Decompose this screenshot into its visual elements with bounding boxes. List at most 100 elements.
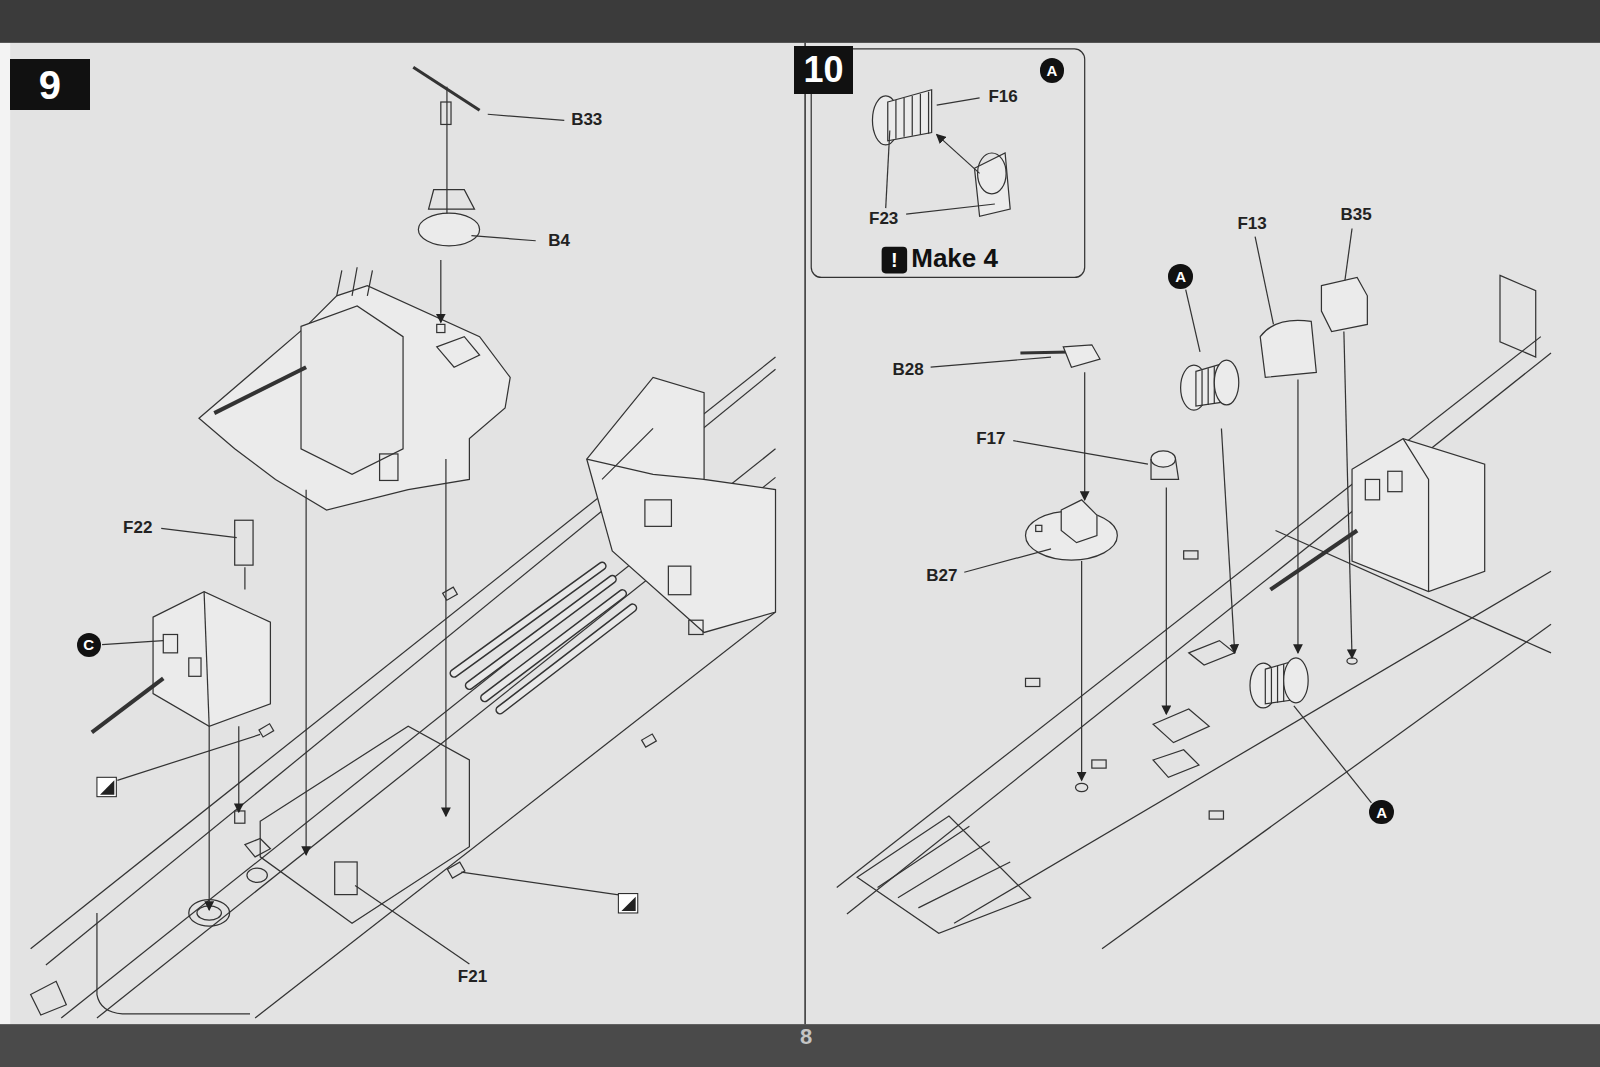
illustration-rect [1209,811,1223,819]
illustration-path [337,267,373,296]
part-number: B35 [1341,205,1372,225]
illustration-path [301,306,403,474]
illustration-path [260,726,469,923]
illustration-path [888,90,932,141]
illustration-rect [618,894,637,913]
illustration-path [471,236,535,241]
illustration-rect [443,587,458,600]
illustration-path [117,734,260,780]
illustration-path [153,592,270,727]
callout-text: 9 [39,65,61,105]
illustration-path [937,98,980,105]
illustration-path [1321,277,1367,331]
illustration-path [896,92,929,139]
callout-text: C [83,637,94,652]
illustration-path [445,459,446,816]
illustration-path [488,114,565,120]
illustration-path [1084,372,1085,500]
illustration-path [1013,441,1148,464]
illustration-ellipse [418,213,479,246]
step9-art [31,67,776,1018]
illustration-path [886,131,890,209]
warning-mark: ! [891,249,898,272]
illustration-path [1151,459,1179,479]
illustration-rect [235,520,253,565]
callout-circle: C [77,633,101,657]
illustration-path [97,913,250,1014]
illustration-rect [335,862,357,895]
top-band [0,0,1600,43]
illustration-path [1297,379,1298,652]
illustration-path [1063,345,1100,367]
page-edge [0,0,10,1067]
illustration-path [31,981,67,1015]
illustration-path [429,190,475,209]
part-number: B33 [571,110,602,130]
illustration-path [1186,290,1200,352]
note-text: Make 4 [911,245,998,271]
illustration-path [1260,320,1316,377]
illustration-ellipse [1151,451,1175,467]
part-number: F13 [1237,214,1266,234]
illustration-rect [1036,525,1042,531]
illustration-path [906,204,995,214]
illustration-path [621,897,635,911]
illustration-path [100,780,114,794]
illustration-path [1270,530,1357,589]
page-number: 8 [800,1024,812,1050]
illustration-path [1294,706,1372,803]
illustration-g [1181,360,1239,410]
illustration-ellipse [978,153,1007,194]
illustration-rect [1365,479,1379,499]
illustration-rect [642,734,657,747]
illustration-path [1255,237,1273,325]
step10-art [811,49,1551,949]
part-number: F21 [458,967,487,987]
illustration-g [872,90,931,145]
illustration-path [454,566,633,710]
bottom-band [0,1024,1600,1067]
illustration-rect [235,811,245,823]
illustration-ellipse [1214,360,1238,405]
illustration-path [931,357,1051,367]
illustration-rect [645,500,672,527]
callout-circle: A [1369,800,1393,824]
illustration-ellipse [1076,783,1088,791]
callout-circle: A [1168,264,1192,288]
part-number: F16 [988,87,1017,107]
illustration-path [355,885,469,964]
illustration-path [161,528,237,537]
illustration-ellipse [247,868,267,882]
illustration-path [238,726,239,812]
illustration-path [1344,332,1352,658]
illustration-path [837,337,1541,888]
illustration-path [878,826,1011,908]
illustration-rect [437,324,445,332]
illustration-path [437,337,480,368]
callout-text: A [1175,269,1186,284]
illustration-path [446,87,447,227]
part-number: F22 [123,518,152,538]
illustration-path [954,571,1551,923]
illustration-path [1061,500,1097,543]
illustration-path [306,490,307,855]
part-number: F17 [976,429,1005,449]
illustration-path [1500,275,1536,357]
illustration-rect [668,566,690,595]
illustration-path [1153,709,1209,743]
callout-circle: A [1040,58,1064,82]
illustration-path [1189,641,1235,665]
illustration-path [937,135,980,174]
illustration-path [1166,488,1167,714]
illustration-rect [259,724,274,737]
illustration-ellipse [1284,658,1308,703]
illustration-path [1153,750,1199,778]
step-number: 10 [794,46,853,94]
illustration-path [1020,352,1069,353]
part-number: F23 [869,209,898,229]
part-number: B27 [926,566,957,586]
illustration-path [413,67,479,110]
illustration-path [461,872,638,898]
inset-frame: Make 4 A [811,49,1084,278]
